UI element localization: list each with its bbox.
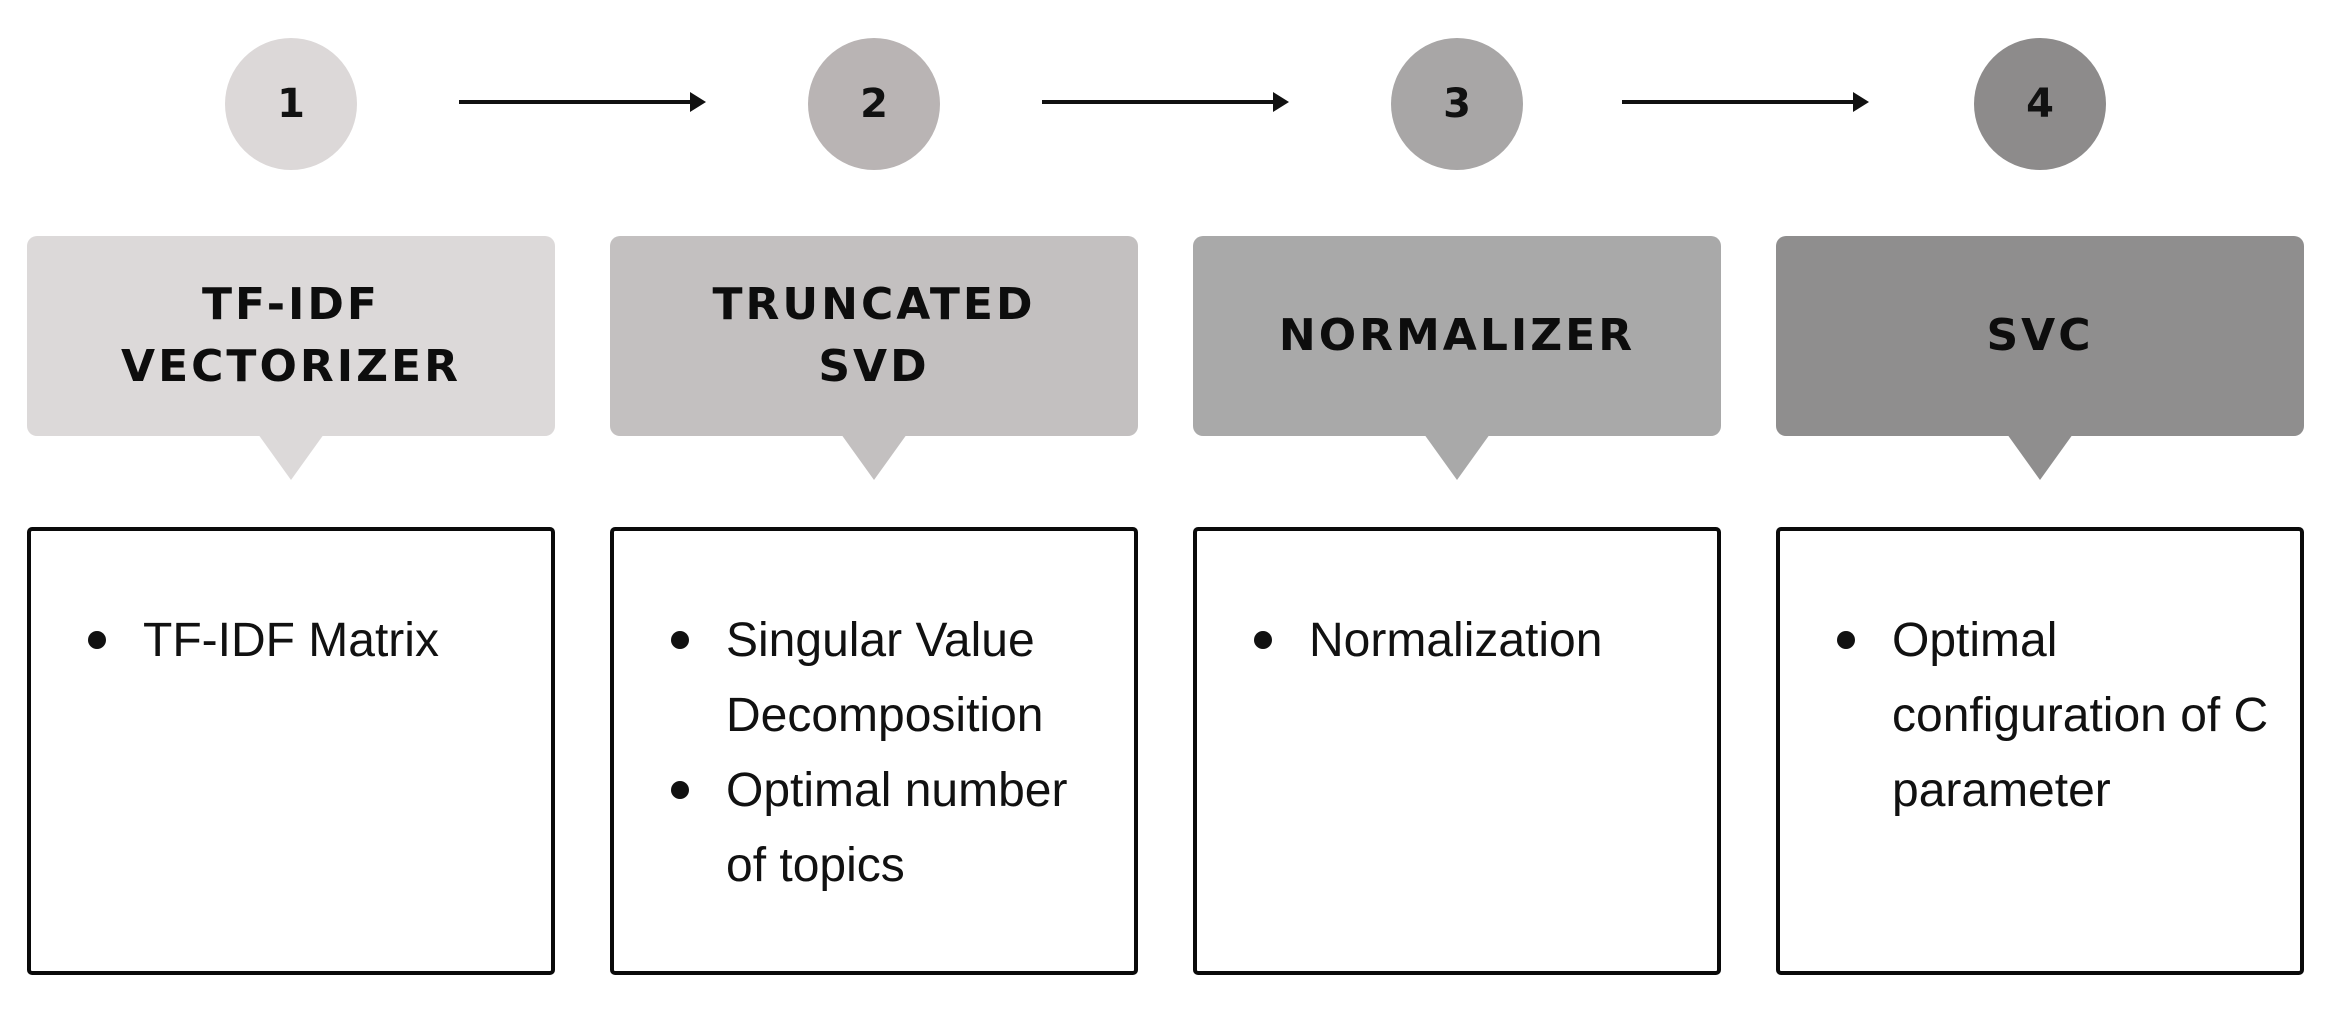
bullet-list: Optimal configuration of C parameter <box>1837 603 2272 828</box>
bullet-dot-icon <box>1837 631 1855 649</box>
stage-details-box: Normalization <box>1193 527 1721 975</box>
bullet-item: Singular Value Decomposition <box>671 603 1106 753</box>
stage-details-box: Optimal configuration of C parameter <box>1776 527 2304 975</box>
header-pointer <box>1424 434 1490 480</box>
bullet-item: TF-IDF Matrix <box>88 603 523 678</box>
header-pointer <box>2007 434 2073 480</box>
stage-tfidf-vectorizer: 1 TF-IDF VECTORIZER TF-IDF Matrix <box>27 0 555 1019</box>
bullet-list: TF-IDF Matrix <box>88 603 523 678</box>
bullet-item: Normalization <box>1254 603 1689 678</box>
step-number-circle: 1 <box>225 38 357 170</box>
bullet-text: TF-IDF Matrix <box>143 614 439 667</box>
bullet-text: Optimal number of topics <box>726 764 1068 892</box>
step-number-circle: 2 <box>808 38 940 170</box>
bullet-text: Normalization <box>1309 614 1603 667</box>
stage-svc: 4 SVC Optimal configuration of C paramet… <box>1776 0 2304 1019</box>
header-pointer <box>841 434 907 480</box>
bullet-dot-icon <box>88 631 106 649</box>
stage-header: TRUNCATED SVD <box>610 236 1138 436</box>
bullet-dot-icon <box>671 781 689 799</box>
stage-truncated-svd: 2 TRUNCATED SVD Singular Value Decomposi… <box>610 0 1138 1019</box>
bullet-text: Singular Value Decomposition <box>726 614 1044 742</box>
stage-header: TF-IDF VECTORIZER <box>27 236 555 436</box>
bullet-dot-icon <box>671 631 689 649</box>
bullet-item: Optimal number of topics <box>671 753 1106 903</box>
stage-title: TRUNCATED SVD <box>712 279 1036 392</box>
header-pointer <box>258 434 324 480</box>
stage-header: SVC <box>1776 236 2304 436</box>
bullet-text: Optimal configuration of C parameter <box>1892 614 2269 817</box>
stage-title: TF-IDF VECTORIZER <box>121 279 461 392</box>
bullet-dot-icon <box>1254 631 1272 649</box>
stage-title: SVC <box>1986 310 2094 361</box>
step-number-circle: 3 <box>1391 38 1523 170</box>
stage-details-box: TF-IDF Matrix <box>27 527 555 975</box>
stage-title: NORMALIZER <box>1278 310 1636 361</box>
stage-header: NORMALIZER <box>1193 236 1721 436</box>
stage-normalizer: 3 NORMALIZER Normalization <box>1193 0 1721 1019</box>
step-number-circle: 4 <box>1974 38 2106 170</box>
flow-arrow-1-to-2 <box>459 92 706 112</box>
bullet-item: Optimal configuration of C parameter <box>1837 603 2272 828</box>
bullet-list: Normalization <box>1254 603 1689 678</box>
flow-arrow-3-to-4 <box>1622 92 1869 112</box>
flow-arrow-2-to-3 <box>1042 92 1289 112</box>
